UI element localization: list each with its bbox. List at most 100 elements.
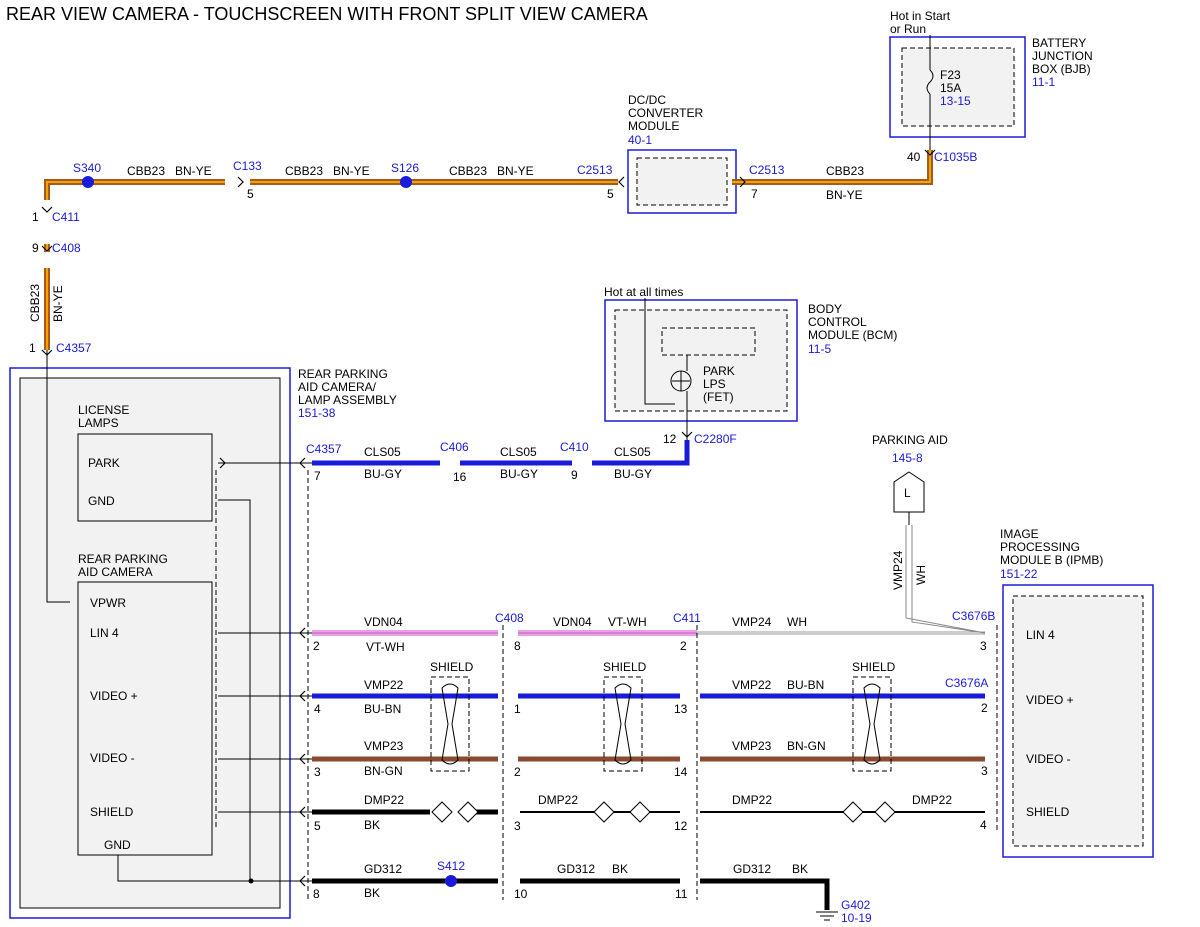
license-pin-gnd: GND — [88, 494, 115, 508]
bjb-hot-1: Hot in Start — [890, 9, 951, 23]
svg-text:3: 3 — [981, 764, 988, 778]
fuse-amps: 15A — [940, 81, 961, 95]
assy-name-1: REAR PARKING — [298, 367, 388, 381]
svg-text:CBB23: CBB23 — [28, 284, 42, 322]
splice-s412-dot — [445, 875, 457, 887]
circuit-labels: CBB23 BN-YE CBB23 BN-YE CBB23 BN-YE CBB2… — [28, 164, 952, 900]
ground-id: G402 — [841, 898, 871, 912]
svg-text:10: 10 — [514, 887, 528, 901]
connector-arrows — [41, 149, 936, 887]
connector-labels: C133 C2513 C2513 C1035B C411 C408 C4357 … — [52, 150, 995, 690]
ipmb-pin-videop: VIDEO + — [1026, 693, 1074, 707]
svg-text:SHIELD: SHIELD — [603, 660, 647, 674]
bjb-name-1: BATTERY — [1032, 36, 1086, 50]
svg-text:VMP24: VMP24 — [891, 550, 905, 590]
svg-text:BU-GY: BU-GY — [364, 467, 402, 481]
svg-text:12: 12 — [663, 432, 677, 446]
svg-text:7: 7 — [751, 187, 758, 201]
camera-name-2: AID CAMERA — [78, 565, 153, 579]
svg-text:BU-BN: BU-BN — [364, 702, 401, 716]
ipmb-pin-lin4: LIN 4 — [1026, 628, 1055, 642]
svg-text:BK: BK — [364, 886, 380, 900]
conn-c1035b: C1035B — [934, 150, 977, 164]
camera-lamp-assembly: REAR PARKING AID CAMERA/ LAMP ASSEMBLY 1… — [9, 367, 397, 919]
svg-text:BU-GY: BU-GY — [500, 467, 538, 481]
svg-text:2: 2 — [313, 639, 320, 653]
svg-text:BU-BN: BU-BN — [787, 678, 824, 692]
camera-pin-shield: SHIELD — [90, 805, 134, 819]
wire-video-plus — [218, 689, 985, 703]
camera-pin-lin4: LIN 4 — [90, 626, 119, 640]
svg-text:CLS05: CLS05 — [500, 445, 537, 459]
assy-ref: 151-38 — [298, 406, 336, 420]
conn-c408-b: C408 — [495, 611, 524, 625]
svg-text:11: 11 — [675, 887, 688, 901]
conn-c411-b: C411 — [673, 611, 701, 625]
camera-pin-gnd: GND — [104, 838, 131, 852]
splice-s340-dot — [82, 176, 94, 188]
svg-text:WH: WH — [914, 565, 928, 585]
svg-text:SHIELD: SHIELD — [852, 660, 896, 674]
svg-text:1: 1 — [29, 341, 36, 355]
conn-c408: C408 — [52, 241, 81, 255]
splice-s126-dot — [400, 176, 412, 188]
bcm-name-1: BODY — [808, 302, 842, 316]
svg-text:BN-YE: BN-YE — [51, 285, 65, 322]
svg-text:BK: BK — [612, 862, 628, 876]
parking-aid-letter: L — [904, 486, 911, 500]
bcm-module: Hot at all times PARK LPS (FET) BODY CON… — [604, 285, 897, 440]
fuse-ref: 13-15 — [940, 94, 971, 108]
svg-text:DMP22: DMP22 — [912, 793, 952, 807]
ipmb-name-3: MODULE B (IPMB) — [1000, 553, 1103, 567]
svg-text:16: 16 — [453, 470, 467, 484]
svg-text:CLS05: CLS05 — [614, 445, 651, 459]
dcdc-name-1: DC/DC — [628, 93, 666, 107]
svg-text:5: 5 — [314, 819, 321, 833]
svg-text:BK: BK — [364, 818, 380, 832]
shield-symbols — [430, 676, 896, 823]
svg-text:3: 3 — [514, 819, 521, 833]
svg-text:40: 40 — [907, 150, 921, 164]
svg-text:14: 14 — [674, 765, 688, 779]
svg-text:8: 8 — [313, 887, 320, 901]
conn-c4357-b: C4357 — [306, 442, 342, 456]
svg-text:5: 5 — [247, 187, 254, 201]
conn-c2513-a: C2513 — [577, 163, 613, 177]
splice-s126: S126 — [391, 161, 419, 175]
dcdc-module: DC/DC CONVERTER MODULE 40-1 — [627, 93, 737, 214]
svg-text:DMP22: DMP22 — [364, 793, 404, 807]
bjb-name-2: JUNCTION — [1032, 49, 1093, 63]
svg-text:GD312: GD312 — [557, 862, 595, 876]
svg-text:7: 7 — [314, 469, 321, 483]
svg-text:9: 9 — [571, 468, 578, 482]
conn-c411: C411 — [52, 210, 80, 224]
conn-c133: C133 — [233, 159, 262, 173]
svg-text:VMP22: VMP22 — [364, 678, 404, 692]
svg-text:BK: BK — [792, 862, 808, 876]
svg-text:VDN04: VDN04 — [364, 615, 403, 629]
ipmb-name-1: IMAGE — [1000, 527, 1039, 541]
svg-text:8: 8 — [514, 639, 521, 653]
svg-text:GD312: GD312 — [364, 862, 402, 876]
wire-cls05 — [218, 440, 690, 470]
license-name-2: LAMPS — [78, 416, 119, 430]
svg-text:VMP23: VMP23 — [364, 739, 404, 753]
svg-text:DMP22: DMP22 — [732, 793, 772, 807]
diagram-title: REAR VIEW CAMERA - TOUCHSCREEN WITH FRON… — [6, 4, 648, 24]
svg-text:5: 5 — [607, 187, 614, 201]
assy-name-3: LAMP ASSEMBLY — [298, 393, 397, 407]
conn-c410: C410 — [560, 440, 589, 454]
svg-text:3: 3 — [314, 765, 321, 779]
svg-text:4: 4 — [314, 702, 321, 716]
wire-cbb23 — [40, 150, 933, 603]
bjb-ref: 11-1 — [1032, 75, 1055, 89]
license-pin-park: PARK — [88, 456, 120, 470]
camera-pin-vpwr: VPWR — [90, 596, 126, 610]
svg-text:2: 2 — [680, 639, 687, 653]
bcm-lps-3: (FET) — [703, 390, 734, 404]
ipmb-pin-shield: SHIELD — [1026, 805, 1070, 819]
wire-ground — [117, 499, 838, 921]
ipmb-ref: 151-22 — [1000, 567, 1038, 581]
svg-text:CBB23: CBB23 — [285, 164, 323, 178]
